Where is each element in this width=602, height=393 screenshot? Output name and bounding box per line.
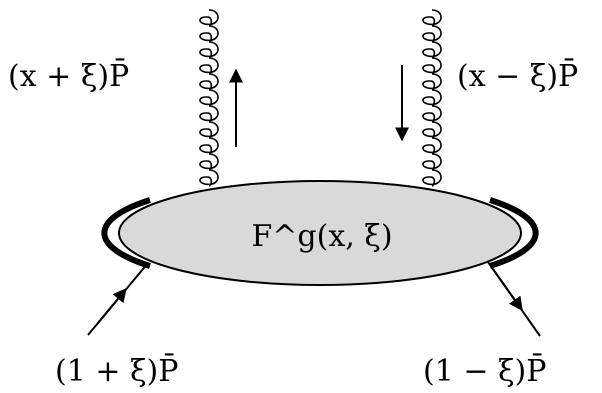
outgoing-hadron-arrow <box>494 271 523 312</box>
left-gluon-line <box>199 9 219 187</box>
blob-label: F^g(x, ξ) <box>251 219 392 254</box>
incoming-hadron-label: (1 + ξ)P̄ <box>55 353 178 389</box>
incoming-hadron-arrow <box>97 287 127 324</box>
outgoing-hadron-label: (1 − ξ)P̄ <box>423 353 546 389</box>
right-gluon-label: (x − ξ)P̄ <box>457 58 578 94</box>
left-gluon-label: (x + ξ)P̄ <box>8 58 129 94</box>
blob-left-rim <box>101 197 151 269</box>
blob-right-rim <box>489 197 539 269</box>
gpd-blob <box>118 180 522 286</box>
right-gluon-line <box>422 9 442 187</box>
